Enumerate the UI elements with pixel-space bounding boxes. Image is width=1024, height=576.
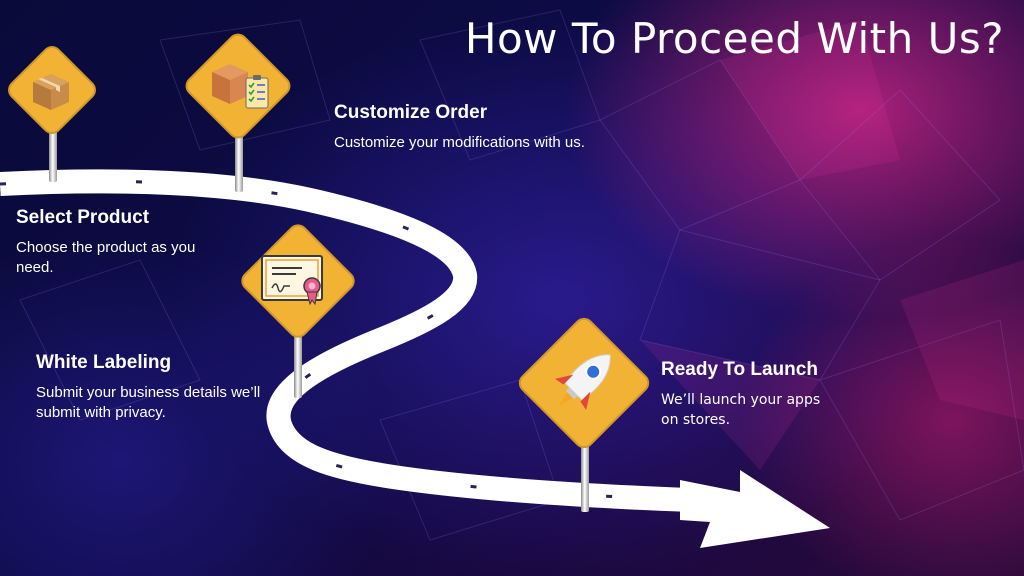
step-desc-white-labeling: Submit your business details we’ll submi… bbox=[36, 384, 261, 421]
package-box-icon bbox=[33, 74, 69, 110]
road-arrow-head bbox=[680, 470, 830, 548]
sign-pole bbox=[235, 132, 243, 192]
step-title-ready-to-launch: Ready To Launch bbox=[661, 359, 818, 380]
sign-pole bbox=[581, 440, 589, 512]
step-title-customize-order: Customize Order bbox=[334, 102, 488, 123]
step-title-white-labeling: White Labeling bbox=[36, 352, 172, 373]
box-checklist-icon bbox=[212, 64, 269, 109]
step-desc-select-product: Choose the product as you need. bbox=[16, 239, 196, 276]
rocket-icon bbox=[555, 354, 611, 410]
step-title-select-product: Select Product bbox=[16, 207, 150, 228]
sign-pole bbox=[49, 130, 57, 182]
page-title: How To Proceed With Us? bbox=[464, 14, 1004, 63]
step-desc-ready-to-launch: We’ll launch your apps on stores. bbox=[661, 392, 821, 428]
certificate-icon bbox=[261, 255, 323, 306]
sign-pole bbox=[294, 336, 302, 398]
step-desc-customize-order: Customize your modifications with us. bbox=[334, 134, 585, 151]
